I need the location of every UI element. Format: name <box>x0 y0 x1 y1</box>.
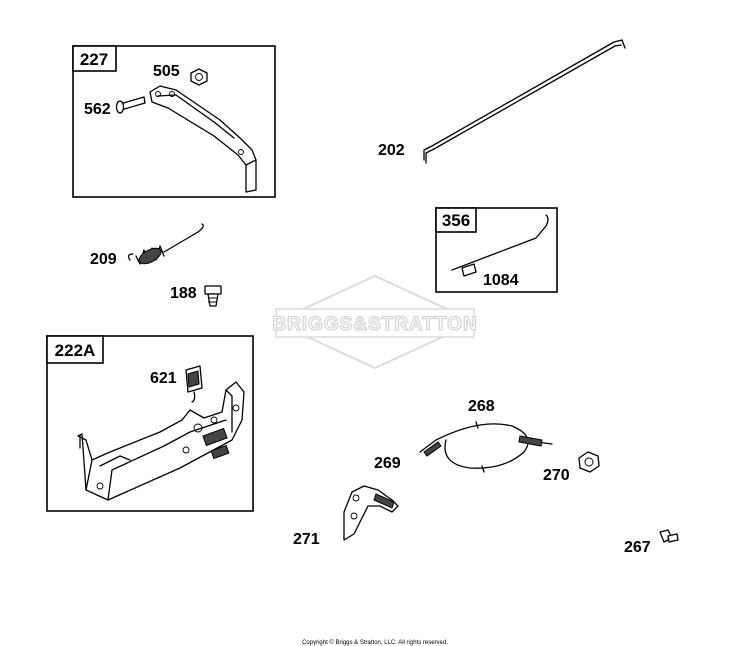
part-562-bolt[interactable] <box>115 96 146 114</box>
label-222A[interactable]: 222A <box>55 341 96 360</box>
copyright-text: Copyright © Briggs & Stratton, LLC. All … <box>302 639 448 646</box>
part-356-wire[interactable] <box>451 214 549 277</box>
label-268[interactable]: 268 <box>468 398 495 415</box>
label-269[interactable]: 269 <box>374 455 401 472</box>
label-270[interactable]: 270 <box>543 467 570 484</box>
label-621[interactable]: 621 <box>150 370 177 387</box>
label-356[interactable]: 356 <box>442 211 470 230</box>
box-222A-tab <box>46 335 104 364</box>
part-505-nut[interactable] <box>190 68 208 86</box>
label-188[interactable]: 188 <box>170 285 197 302</box>
part-268-cable[interactable] <box>419 421 553 473</box>
label-505[interactable]: 505 <box>153 63 180 80</box>
watermark-text: BRIGGS&STRATTON <box>272 314 477 335</box>
label-227[interactable]: 227 <box>80 50 108 69</box>
part-270-nut[interactable] <box>578 451 600 473</box>
label-271[interactable]: 271 <box>293 531 320 548</box>
part-267-screw[interactable] <box>659 529 679 543</box>
part-209-spring[interactable] <box>127 223 204 267</box>
part-202-rod[interactable] <box>423 39 626 164</box>
label-267[interactable]: 267 <box>624 539 651 556</box>
box-227-tab <box>72 45 117 72</box>
box-227: 227 505 562 <box>72 45 276 198</box>
label-562[interactable]: 562 <box>84 101 111 118</box>
label-202[interactable]: 202 <box>378 142 405 159</box>
part-271-bracket[interactable] <box>343 485 399 541</box>
label-209[interactable]: 209 <box>90 251 117 268</box>
part-222A-bracket[interactable] <box>77 381 245 501</box>
part-227-lever[interactable] <box>149 85 257 193</box>
box-356: 356 1084 <box>435 207 558 293</box>
watermark: BRIGGS&STRATTON <box>272 274 478 370</box>
box-222A: 222A 621 <box>46 335 254 512</box>
label-1084[interactable]: 1084 <box>483 272 519 289</box>
part-188-screw[interactable] <box>204 285 222 307</box>
part-621-clip[interactable] <box>185 365 203 403</box>
box-356-tab <box>435 207 477 233</box>
